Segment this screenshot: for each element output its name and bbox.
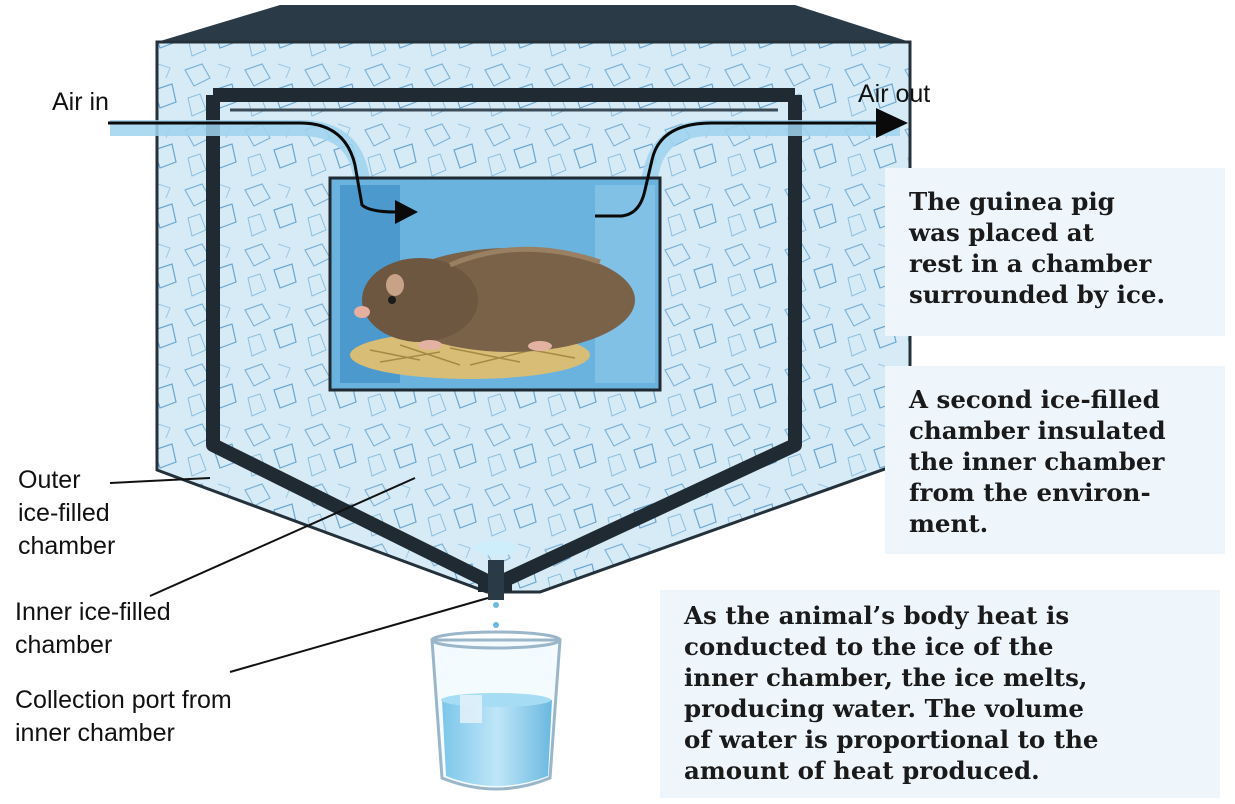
beaker <box>432 632 560 789</box>
guinea-pig <box>354 248 635 352</box>
note-guinea-pig: The guinea pig was placed at rest in a c… <box>885 168 1225 336</box>
note-body-heat: As the animal’s body heat is conducted t… <box>660 590 1220 798</box>
note-second-chamber: A second ice-filled chamber insulated th… <box>885 366 1225 554</box>
air-in-label: Air in <box>52 86 109 119</box>
outer-chamber-label: Outer ice-filled chamber <box>18 464 115 563</box>
collection-port <box>488 560 504 600</box>
collection-port-label: Collection port from inner chamber <box>15 684 232 750</box>
air-out-label: Air out <box>858 78 930 111</box>
chamber-lid <box>157 5 910 42</box>
inner-chamber-label: Inner ice-filled chamber <box>15 596 171 662</box>
water-drop <box>493 602 499 608</box>
